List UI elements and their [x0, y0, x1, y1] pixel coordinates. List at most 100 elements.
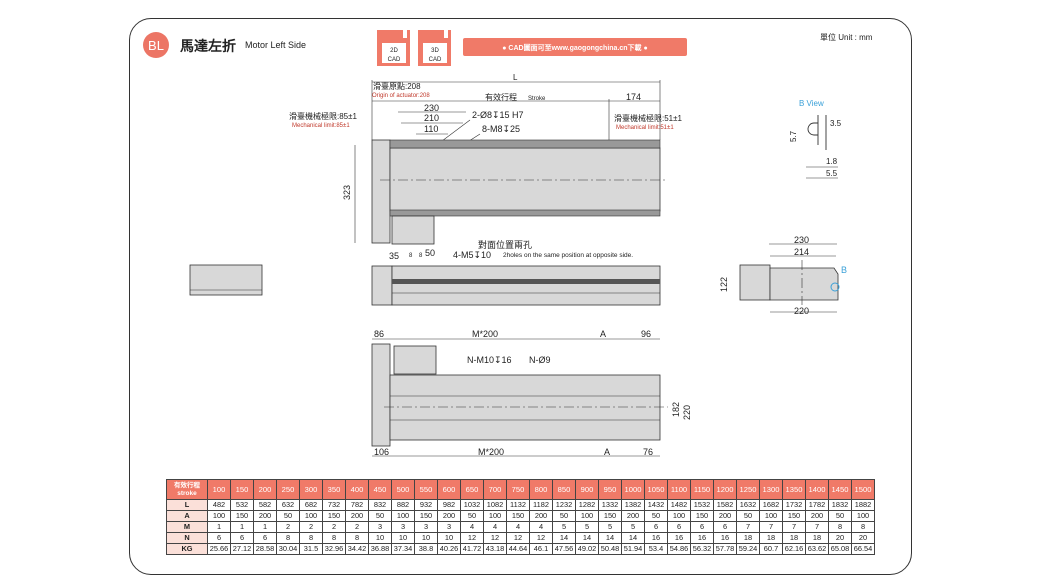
dim-a-top: A	[600, 329, 606, 339]
table-cell: 5	[575, 521, 599, 533]
table-cell: 4	[483, 521, 507, 533]
stroke-header-cell: 950	[598, 479, 622, 500]
bottom-hole-spec-1: N-M10↧16	[467, 355, 512, 365]
table-cell: 150	[230, 510, 254, 522]
table-cell: 1032	[460, 499, 484, 511]
table-cell: 28.58	[253, 543, 277, 555]
table-cell: 43.18	[483, 543, 507, 555]
header: BL 馬達左折 Motor Left Side 2D CAD 3D CAD ● …	[143, 30, 873, 66]
table-cell: 200	[529, 510, 553, 522]
end-b-label: B	[841, 265, 847, 275]
dim-50: 50	[425, 248, 435, 258]
table-cell: 14	[575, 532, 599, 544]
table-cell: 16	[667, 532, 691, 544]
table-cell: 200	[437, 510, 461, 522]
table-cell: 12	[506, 532, 530, 544]
table-cell: 14	[598, 532, 622, 544]
table-cell: 1432	[644, 499, 668, 511]
table-cell: 1382	[621, 499, 645, 511]
table-cell: 3	[368, 521, 392, 533]
table-cell: 32.96	[322, 543, 346, 555]
table-cell: 532	[230, 499, 254, 511]
model-badge	[143, 32, 169, 58]
stroke-header-cell: 850	[552, 479, 576, 500]
table-cell: 10	[368, 532, 392, 544]
cad-3d-button[interactable]: 3D CAD	[418, 30, 451, 66]
end-dim-214: 214	[794, 247, 809, 257]
stroke-header-cell: 650	[460, 479, 484, 500]
bottom-view: 86 M*200 A 96 N-M10↧16 N-Ø9 182 220 106 …	[371, 329, 692, 457]
stroke-header-cell: 1250	[736, 479, 760, 500]
b-dim-18: 1.8	[826, 157, 838, 166]
table-cell: 51.94	[621, 543, 645, 555]
table-cell: 6	[230, 532, 254, 544]
download-banner-text: ● CAD圖面可至www.gaogongchina.cn下載 ●	[502, 43, 647, 52]
table-cell: 1582	[713, 499, 737, 511]
table-cell: 1232	[552, 499, 576, 511]
row-label: A	[166, 510, 208, 522]
table-cell: 62.16	[782, 543, 806, 555]
table-cell: 100	[851, 510, 875, 522]
cad-3d-label2: CAD	[429, 57, 442, 63]
row-label: N	[166, 532, 208, 544]
b-dim-55: 5.5	[826, 169, 838, 178]
table-cell: 7	[736, 521, 760, 533]
side-note-cn: 對面位置兩孔	[478, 239, 532, 250]
table-cell: 57.78	[713, 543, 737, 555]
table-cell: 54.86	[667, 543, 691, 555]
stroke-header-cell: 1150	[690, 479, 714, 500]
download-banner[interactable]: ● CAD圖面可至www.gaogongchina.cn下載 ●	[463, 38, 687, 56]
stroke-header-cell: 900	[575, 479, 599, 500]
table-cell: 8	[851, 521, 875, 533]
table-cell: 6	[207, 532, 231, 544]
dim-8a: 8	[409, 253, 413, 259]
table-cell: 20	[828, 532, 852, 544]
table-cell: 200	[345, 510, 369, 522]
side-view: 對面位置兩孔 2holes on the same position at op…	[189, 239, 661, 306]
table-cell: 12	[483, 532, 507, 544]
b-dim-57: 5.7	[789, 130, 798, 142]
table-cell: 8	[299, 532, 323, 544]
table-cell: 34.42	[345, 543, 369, 555]
page-frame	[129, 18, 912, 575]
table-cell: 37.34	[391, 543, 415, 555]
stroke-header-cell: 1200	[713, 479, 737, 500]
table-cell: 56.32	[690, 543, 714, 555]
stroke-header-cell: 1450	[828, 479, 852, 500]
stroke-header-cell: 150	[230, 479, 254, 500]
cad-2d-button[interactable]: 2D CAD	[377, 30, 410, 66]
table-cell: 60.7	[759, 543, 783, 555]
table-cell: 1682	[759, 499, 783, 511]
table-cell: 14	[621, 532, 645, 544]
table-cell: 65.08	[828, 543, 852, 555]
stroke-header-cell: 800	[529, 479, 553, 500]
table-cell: 44.64	[506, 543, 530, 555]
table-cell: 100	[207, 510, 231, 522]
table-cell: 3	[391, 521, 415, 533]
table-cell: 1732	[782, 499, 806, 511]
b-view-title: B View	[799, 99, 824, 108]
table-cell: 3	[437, 521, 461, 533]
table-cell: 8	[828, 521, 852, 533]
table-cell: 50	[828, 510, 852, 522]
table-cell: 53.4	[644, 543, 668, 555]
table-cell: 50	[736, 510, 760, 522]
table-cell: 150	[782, 510, 806, 522]
table-cell: 50	[276, 510, 300, 522]
table-cell: 1482	[667, 499, 691, 511]
dim-323: 323	[342, 185, 352, 200]
dim-8b: 8	[419, 253, 423, 259]
dim-86: 86	[374, 329, 384, 339]
table-cell: 100	[483, 510, 507, 522]
table-cell: 2	[345, 521, 369, 533]
table-cell: 12	[529, 532, 553, 544]
table-cell: 50.48	[598, 543, 622, 555]
table-cell: 8	[322, 532, 346, 544]
stroke-header-cell: 1500	[851, 479, 875, 500]
table-cell: 6	[253, 532, 277, 544]
